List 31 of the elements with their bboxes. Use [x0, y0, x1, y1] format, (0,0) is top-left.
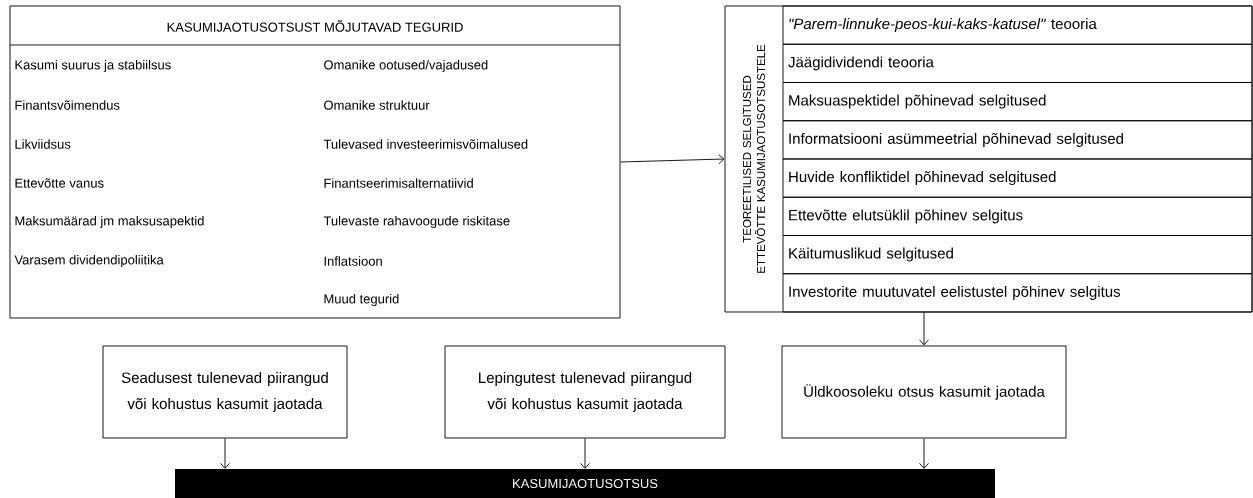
list-item: Inflatsioon [324, 256, 382, 266]
factor-box: KASUMIJAOTUSOTSUST MÕJUTAVAD TEGURID Kasumi suurus ja stabiilsus Finantsvõimendus Likviidsus Ettevõtte vanus Maksumäärad jm maksusapektid Varasem dividendipoliitika Omanike ootused/vajadused Omanike struktuur Tulevased investeerimisvõimalused Finantseerimisalternatiivid Tulevaste rahavoogude riskitase Inflatsioon Muud tegurid [9, 5, 621, 319]
list-item: Omanike ootused/vajadused [324, 59, 488, 73]
constraint-box: Lepingutest tulenevad piirangud või kohustus kasumit jaotada [444, 345, 726, 439]
table-row: Huvide konfliktidel põhinevad selgitused [782, 158, 1253, 198]
list-item: Maksumäärad jm maksusapektid [15, 215, 204, 229]
table-row: Investorite muutuvatel eelistustel põhinev selgitus [782, 273, 1253, 313]
list-item: Muud tegurid [324, 293, 399, 307]
arrow [919, 438, 929, 469]
list-item: Ettevõtte vanus [15, 178, 104, 188]
list-item: Tulevaste rahavoogude riskitase [323, 215, 510, 229]
table-row: "Parem-linnuke-peos-kui-kaks-katusel" teooria [782, 5, 1253, 45]
list-item: Omanike struktuur [324, 100, 430, 110]
list-item: Varasem dividendipoliitika [14, 254, 164, 268]
table-row: Käitumuslikud selgitused [782, 235, 1253, 275]
table-row: Informatsiooni asümmeetrial põhinevad selgitused [782, 120, 1253, 160]
table-row: Ettevõtte elutsüklil põhinev selgitus [782, 196, 1253, 236]
constraint-box: Seadusest tulenevad piirangud või kohustus kasumit jaotada [102, 345, 348, 439]
list-item: Tulevased investeerimisvõimalused [323, 139, 528, 149]
arrow [580, 438, 590, 469]
decision-bar: KASUMIJAOTUSOTSUS [175, 469, 995, 498]
arrow [620, 154, 725, 165]
list-item: Kasumi suurus ja stabiilsus [15, 59, 171, 73]
list-item: Likviidsus [15, 139, 71, 149]
arrow [220, 438, 230, 469]
list-item: Finantsvõimendus [15, 100, 120, 110]
table-row: Jäägidividendi teooria [782, 43, 1253, 83]
constraint-box: Üldkoosoleku otsus kasumit jaotada [781, 345, 1067, 439]
list-item: Finantseerimisalternatiivid [324, 178, 473, 188]
table-row: Maksuaspektidel põhinevad selgitused [782, 82, 1253, 122]
arrow [919, 312, 929, 346]
